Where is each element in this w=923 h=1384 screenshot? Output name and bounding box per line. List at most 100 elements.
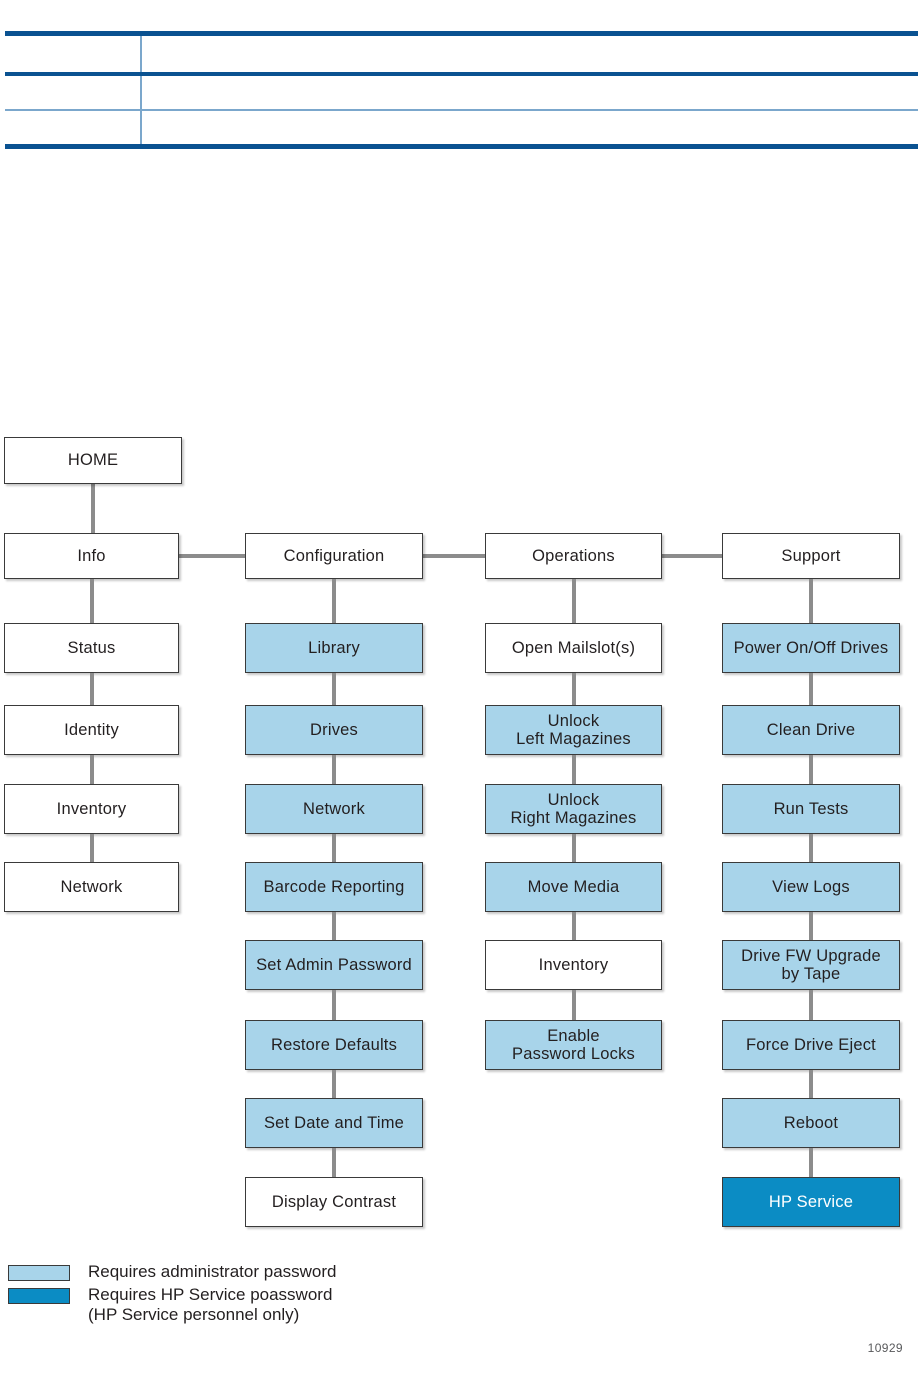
node-label: Network [303,799,365,818]
connector-info-0 [89,579,94,623]
node-label: Info [77,546,106,565]
legend-swatch-admin-icon [8,1265,70,1281]
node-operations-unlock-right-magazines[interactable]: Unlock Right Magazines [485,784,662,834]
node-configuration-restore-defaults[interactable]: Restore Defaults [245,1020,423,1070]
connector-support-7 [809,1148,813,1177]
node-label: Identity [64,720,119,739]
node-support-power-on-off-drives[interactable]: Power On/Off Drives [722,623,900,673]
connector-info-to-configuration [179,554,245,558]
table-cell [5,74,142,111]
connector-operations-1 [571,673,576,705]
node-operations-enable-password-locks[interactable]: Enable Password Locks [485,1020,662,1070]
node-operations-open-mailslot-s[interactable]: Open Mailslot(s) [485,623,662,673]
node-configuration-set-date-and-time[interactable]: Set Date and Time [245,1098,423,1148]
node-label: Set Date and Time [263,1113,405,1132]
connector-operations-2 [571,755,576,784]
connector-support-5 [809,990,813,1020]
node-label: Display Contrast [271,1192,397,1211]
node-support-drive-fw-upgrade-by-tape[interactable]: Drive FW Upgrade by Tape [722,940,900,990]
legend: Requires administrator password Requires… [8,1262,508,1328]
node-label: Status [67,638,116,657]
connector-info-2 [89,755,94,784]
node-label: Support [781,546,841,565]
node-label: Clean Drive [766,720,856,739]
node-operations-inventory[interactable]: Inventory [485,940,662,990]
node-label: Inventory [56,799,127,818]
node-label: Set Admin Password [256,955,412,974]
node-support-clean-drive[interactable]: Clean Drive [722,705,900,755]
connector-configuration-2 [332,755,336,784]
node-operations[interactable]: Operations [485,533,662,579]
node-label: Enable Password Locks [512,1026,635,1063]
connector-support-6 [809,1070,813,1098]
node-support-force-drive-eject[interactable]: Force Drive Eject [722,1020,900,1070]
node-configuration-network[interactable]: Network [245,784,423,834]
node-label: Barcode Reporting [263,877,405,896]
connector-home-to-info [91,484,95,533]
connector-operations-3 [571,834,576,862]
legend-item-admin: Requires administrator password [8,1262,508,1283]
node-operations-unlock-left-magazines[interactable]: Unlock Left Magazines [485,705,662,755]
node-support-reboot[interactable]: Reboot [722,1098,900,1148]
figure-number: 10929 [867,1341,903,1355]
node-support-hp-service[interactable]: HP Service [722,1177,900,1227]
node-label: Open Mailslot(s) [511,638,636,657]
connector-configuration-1 [332,673,336,705]
node-support-view-logs[interactable]: View Logs [722,862,900,912]
node-label: Network [60,877,123,896]
node-configuration-set-admin-password[interactable]: Set Admin Password [245,940,423,990]
node-label: Drive FW Upgrade by Tape [741,946,881,983]
node-label: Reboot [783,1113,839,1132]
node-label: Configuration [283,546,385,565]
connector-support-2 [809,755,813,784]
node-configuration-drives[interactable]: Drives [245,705,423,755]
connector-support-3 [809,834,813,862]
connector-support-4 [809,912,813,940]
node-label: Unlock Right Magazines [510,790,637,827]
node-support[interactable]: Support [722,533,900,579]
node-label: Move Media [527,877,620,896]
table-cell [141,33,918,76]
node-configuration[interactable]: Configuration [245,533,423,579]
table-row [5,110,918,147]
legend-label: Requires administrator password [88,1262,337,1281]
node-label: View Logs [772,877,850,896]
legend-item-hp-service: Requires HP Service poassword (HP Servic… [8,1285,508,1326]
node-configuration-barcode-reporting[interactable]: Barcode Reporting [245,862,423,912]
node-info-inventory[interactable]: Inventory [4,784,179,834]
node-info-network[interactable]: Network [4,862,179,912]
node-info-status[interactable]: Status [4,623,179,673]
node-label: Library [308,638,360,657]
node-label: Drives [310,720,358,739]
connector-support-1 [809,673,813,705]
connector-operations-5 [571,990,576,1020]
table-cell [5,33,142,76]
table-row [5,33,918,76]
node-label: Force Drive Eject [746,1035,876,1054]
node-label: HOME [67,451,119,470]
node-label: Operations [532,546,615,565]
node-info[interactable]: Info [4,533,179,579]
node-label: Run Tests [773,799,849,818]
node-info-identity[interactable]: Identity [4,705,179,755]
connector-configuration-0 [332,579,336,623]
document-table [5,31,918,149]
connector-configuration-4 [332,912,336,940]
connector-configuration-5 [332,990,336,1020]
connector-configuration-3 [332,834,336,862]
connector-operations-0 [571,579,576,623]
table-cell [141,74,918,111]
node-support-run-tests[interactable]: Run Tests [722,784,900,834]
node-configuration-display-contrast[interactable]: Display Contrast [245,1177,423,1227]
connector-configuration-7 [332,1148,336,1177]
node-configuration-library[interactable]: Library [245,623,423,673]
node-label: Inventory [538,955,609,974]
connector-support-0 [809,579,813,623]
node-label: Power On/Off Drives [733,638,889,657]
node-home[interactable]: HOME [4,437,182,484]
legend-label: Requires HP Service poassword (HP Servic… [88,1284,333,1325]
node-operations-move-media[interactable]: Move Media [485,862,662,912]
connector-operations-4 [571,912,576,940]
connector-configuration-6 [332,1070,336,1098]
